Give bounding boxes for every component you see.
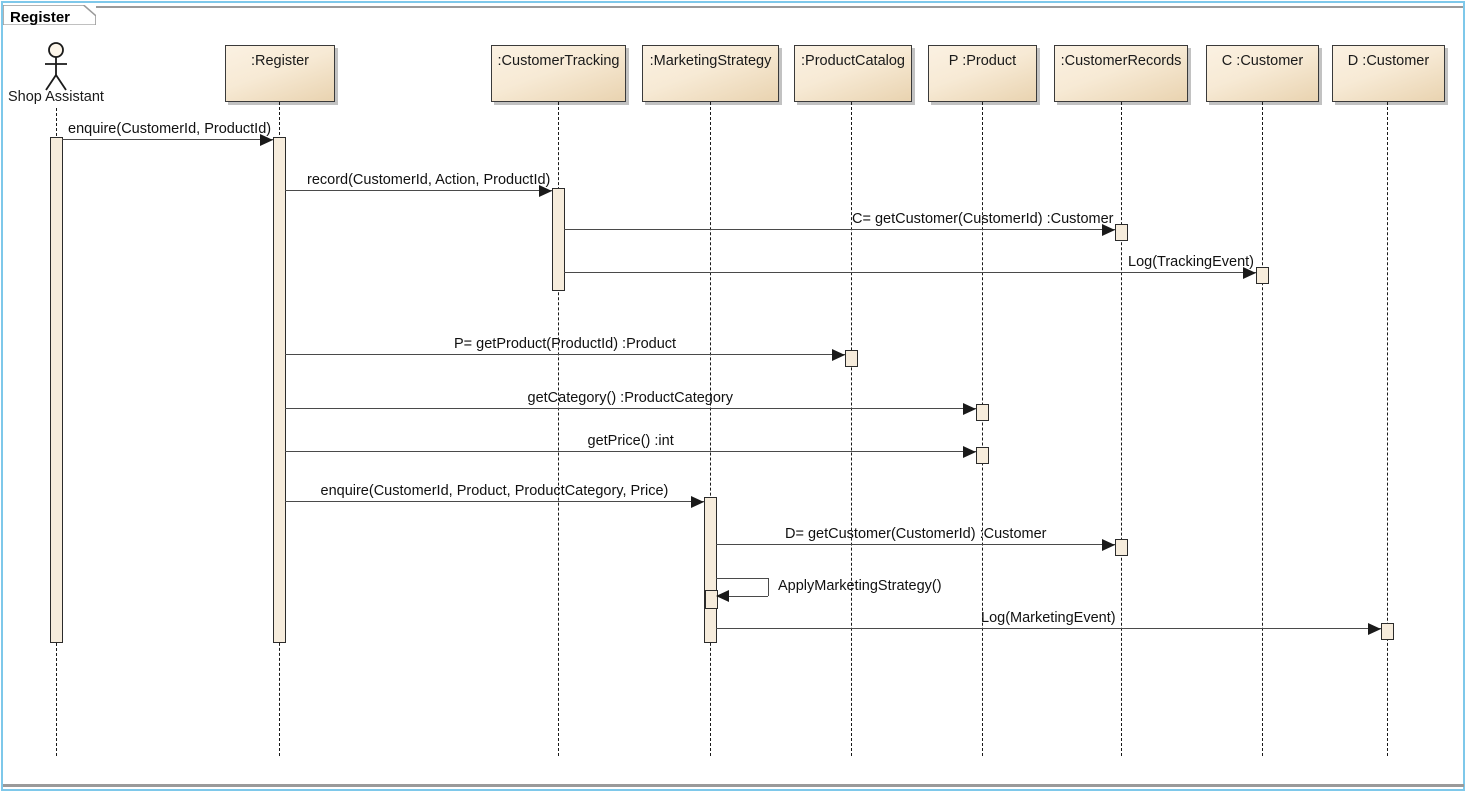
frame-header: Register xyxy=(3,5,96,31)
message-label-m7: getPrice() :int xyxy=(587,433,674,449)
arrowhead-m2 xyxy=(539,185,552,197)
frame-top-rule xyxy=(96,6,1463,8)
lifeline-label: D :Customer xyxy=(1347,53,1430,69)
lifeline-box-register[interactable]: :Register xyxy=(225,45,335,102)
message-line-m8 xyxy=(285,501,704,502)
diagram-frame xyxy=(1,1,1465,791)
frame-label: Register xyxy=(10,9,71,26)
message-line-m10-top xyxy=(716,578,768,579)
activation-act-product2[interactable] xyxy=(975,447,989,464)
message-label-m3: C= getCustomer(CustomerId) :Customer xyxy=(852,211,1114,227)
activation-act-tracking[interactable] xyxy=(551,188,565,291)
message-line-m10-right xyxy=(768,578,769,596)
lifeline-label: :CustomerTracking xyxy=(497,53,620,69)
activation-act-catalog[interactable] xyxy=(844,350,858,367)
message-label-m1: enquire(CustomerId, ProductId) xyxy=(68,121,272,137)
message-line-m2 xyxy=(285,190,552,191)
activation-act-register[interactable] xyxy=(272,137,286,643)
activation-act-actor[interactable] xyxy=(49,137,63,643)
arrowhead-m11 xyxy=(1368,623,1381,635)
lifeline-productcatalog xyxy=(851,102,852,756)
arrowhead-m1 xyxy=(260,134,273,146)
lifeline-customertracking xyxy=(558,102,559,756)
message-label-m11: Log(MarketingEvent) xyxy=(981,610,1116,626)
message-label-m5: P= getProduct(ProductId) :Product xyxy=(454,336,677,352)
arrowhead-m8 xyxy=(691,496,704,508)
activation-act-marketing[interactable] xyxy=(703,497,717,643)
arrowhead-m9 xyxy=(1102,539,1115,551)
message-label-m2: record(CustomerId, Action, ProductId) xyxy=(307,172,551,188)
message-line-m1 xyxy=(62,139,273,140)
message-label-m8: enquire(CustomerId, Product, ProductCate… xyxy=(320,483,669,499)
message-label-m6: getCategory() :ProductCategory xyxy=(527,390,734,406)
frame-tab: Register xyxy=(3,5,96,31)
lifeline-box-product[interactable]: P :Product xyxy=(928,45,1037,102)
lifeline-box-customerD[interactable]: D :Customer xyxy=(1332,45,1445,102)
message-line-m5 xyxy=(285,354,845,355)
actor-icon xyxy=(45,42,67,91)
message-label-m4: Log(TrackingEvent) xyxy=(1128,254,1254,270)
lifeline-box-productcatalog[interactable]: :ProductCatalog xyxy=(794,45,912,102)
message-line-m3 xyxy=(564,229,1115,230)
arrowhead-m6 xyxy=(963,403,976,415)
frame-bottom-rule xyxy=(3,784,1464,787)
activation-act-recordsC[interactable] xyxy=(1114,224,1128,241)
actor-shop-assistant[interactable] xyxy=(36,42,76,99)
message-label-m10: ApplyMarketingStrategy() xyxy=(778,578,942,594)
message-line-m10-bottom xyxy=(727,596,768,597)
message-line-m11 xyxy=(716,628,1381,629)
lifeline-box-customerrecords[interactable]: :CustomerRecords xyxy=(1054,45,1188,102)
lifeline-label: :Register xyxy=(250,53,310,69)
lifeline-box-marketingstrategy[interactable]: :MarketingStrategy xyxy=(642,45,779,102)
activation-act-product1[interactable] xyxy=(975,404,989,421)
arrowhead-m4 xyxy=(1243,267,1256,279)
lifeline-marketingstrategy xyxy=(710,102,711,756)
activation-act-recordsD[interactable] xyxy=(1114,539,1128,556)
activation-act-customerD[interactable] xyxy=(1380,623,1394,640)
lifeline-box-customerC[interactable]: C :Customer xyxy=(1206,45,1319,102)
lifeline-label: P :Product xyxy=(948,53,1017,69)
message-label-m9: D= getCustomer(CustomerId) :Customer xyxy=(785,526,1047,542)
message-line-m7 xyxy=(285,451,976,452)
message-line-m9 xyxy=(716,544,1115,545)
activation-act-customerC[interactable] xyxy=(1255,267,1269,284)
lifeline-customerC xyxy=(1262,102,1263,756)
actor-label: Shop Assistant xyxy=(8,89,104,105)
message-line-m4 xyxy=(564,272,1256,273)
lifeline-customerD xyxy=(1387,102,1388,756)
lifeline-label: C :Customer xyxy=(1221,53,1304,69)
arrowhead-m3 xyxy=(1102,224,1115,236)
lifeline-label: :MarketingStrategy xyxy=(649,53,772,69)
message-line-m6 xyxy=(285,408,976,409)
frame-tab-shape xyxy=(3,5,96,26)
lifeline-label: :CustomerRecords xyxy=(1060,53,1182,69)
lifeline-product xyxy=(982,102,983,756)
arrowhead-m10 xyxy=(716,590,729,602)
arrowhead-m7 xyxy=(963,446,976,458)
lifeline-customerrecords xyxy=(1121,102,1122,756)
arrowhead-m5 xyxy=(832,349,845,361)
lifeline-label: :ProductCatalog xyxy=(801,53,905,69)
lifeline-box-customertracking[interactable]: :CustomerTracking xyxy=(491,45,626,102)
